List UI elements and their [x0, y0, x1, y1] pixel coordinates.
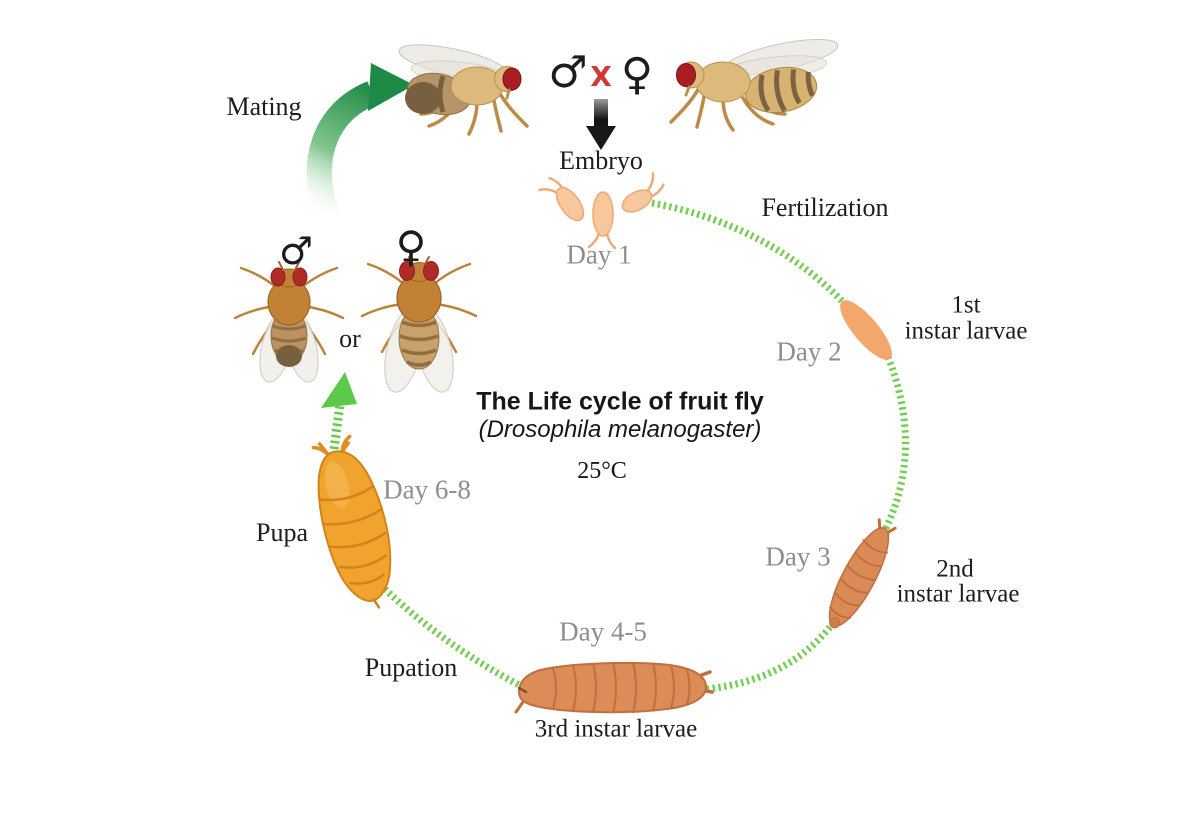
adult-male-symbol: ♂ [278, 229, 314, 273]
adult-female-symbol: ♀ [395, 222, 427, 271]
second-instar-larva-illustration [828, 518, 897, 629]
third-instar-label: 3rd instar larvae [534, 715, 698, 743]
cross-down-arrow [586, 99, 616, 150]
diagram-title: The Life cycle of fruit fly [476, 387, 764, 416]
fertilization-label: Fertilization [761, 193, 889, 222]
pupa-illustration [311, 434, 392, 609]
third-instar-day-label: Day 4-5 [559, 616, 647, 647]
first-instar-label-line1: 1st [951, 291, 981, 319]
pupa-label: Pupa [256, 518, 308, 547]
male-fly-side-illustration [398, 44, 529, 136]
first-instar-label-line2: instar larvae [904, 317, 1028, 345]
eclosion-arrow [321, 372, 357, 450]
third-instar-larva-illustration [514, 661, 714, 714]
first-instar-day-label: Day 2 [776, 336, 842, 367]
adult-male-fly-top-illustration [233, 261, 345, 383]
adult-female-fly-top-illustration [360, 256, 478, 393]
first-instar-larva-illustration [840, 300, 892, 360]
cross-male-symbol: ♂ [548, 47, 588, 98]
mating-label: Mating [226, 92, 302, 121]
pupa-day-label: Day 6-8 [383, 474, 471, 505]
female-fly-side-illustration [669, 38, 839, 132]
second-instar-label-line2: instar larvae [896, 580, 1020, 608]
cross-female-symbol: ♀ [620, 49, 654, 100]
embryo-label: Embryo [559, 146, 643, 175]
or-label: or [339, 324, 361, 353]
embryo-eggs-illustration [538, 172, 665, 250]
mating-arrow [306, 63, 414, 219]
pupation-label: Pupation [364, 653, 458, 682]
second-instar-day-label: Day 3 [765, 541, 831, 572]
embryo-day-label: Day 1 [566, 239, 632, 270]
temperature-label: 25°C [577, 458, 627, 484]
diagram-species-subtitle: (Drosophila melanogaster) [478, 416, 762, 443]
second-instar-label-line1: 2nd [936, 555, 974, 583]
cross-x-symbol: X [590, 60, 612, 93]
